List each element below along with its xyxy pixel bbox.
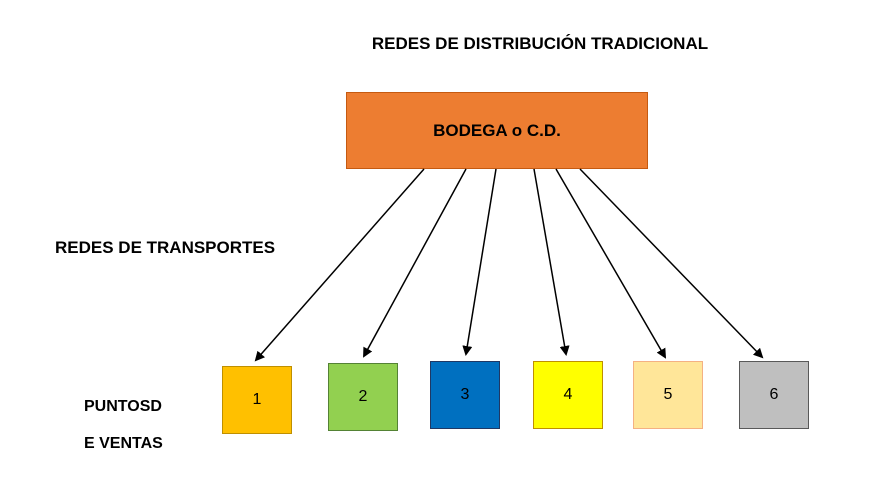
arrow-to-point-5 (555, 168, 667, 359)
point-of-sale-number: 1 (252, 391, 262, 408)
point-of-sale-1: 1 (222, 366, 292, 434)
points-of-sale-label-line1: PUNTOSD (84, 398, 162, 415)
point-of-sale-number: 2 (358, 388, 368, 405)
transport-networks-label: REDES DE TRANSPORTES (55, 238, 276, 257)
point-of-sale-6: 6 (739, 361, 809, 429)
point-of-sale-number: 5 (663, 386, 673, 403)
points-of-sale-label-line2: E VENTAS (84, 435, 163, 452)
point-of-sale-number: 4 (563, 386, 573, 403)
arrow-to-point-4 (533, 168, 570, 356)
arrow-to-point-3 (462, 168, 497, 356)
arrow-to-point-1 (254, 168, 425, 362)
arrow-to-point-2 (363, 168, 467, 358)
point-of-sale-2: 2 (328, 363, 398, 431)
point-of-sale-3: 3 (430, 361, 500, 429)
diagram-title: REDES DE DISTRIBUCIÓN TRADICIONAL (371, 34, 709, 53)
point-of-sale-number: 3 (460, 386, 470, 403)
point-of-sale-4: 4 (533, 361, 603, 429)
warehouse-node: BODEGA o C.D. (346, 92, 648, 169)
arrow-to-point-6 (579, 168, 764, 359)
point-of-sale-number: 6 (769, 386, 779, 403)
point-of-sale-5: 5 (633, 361, 703, 429)
